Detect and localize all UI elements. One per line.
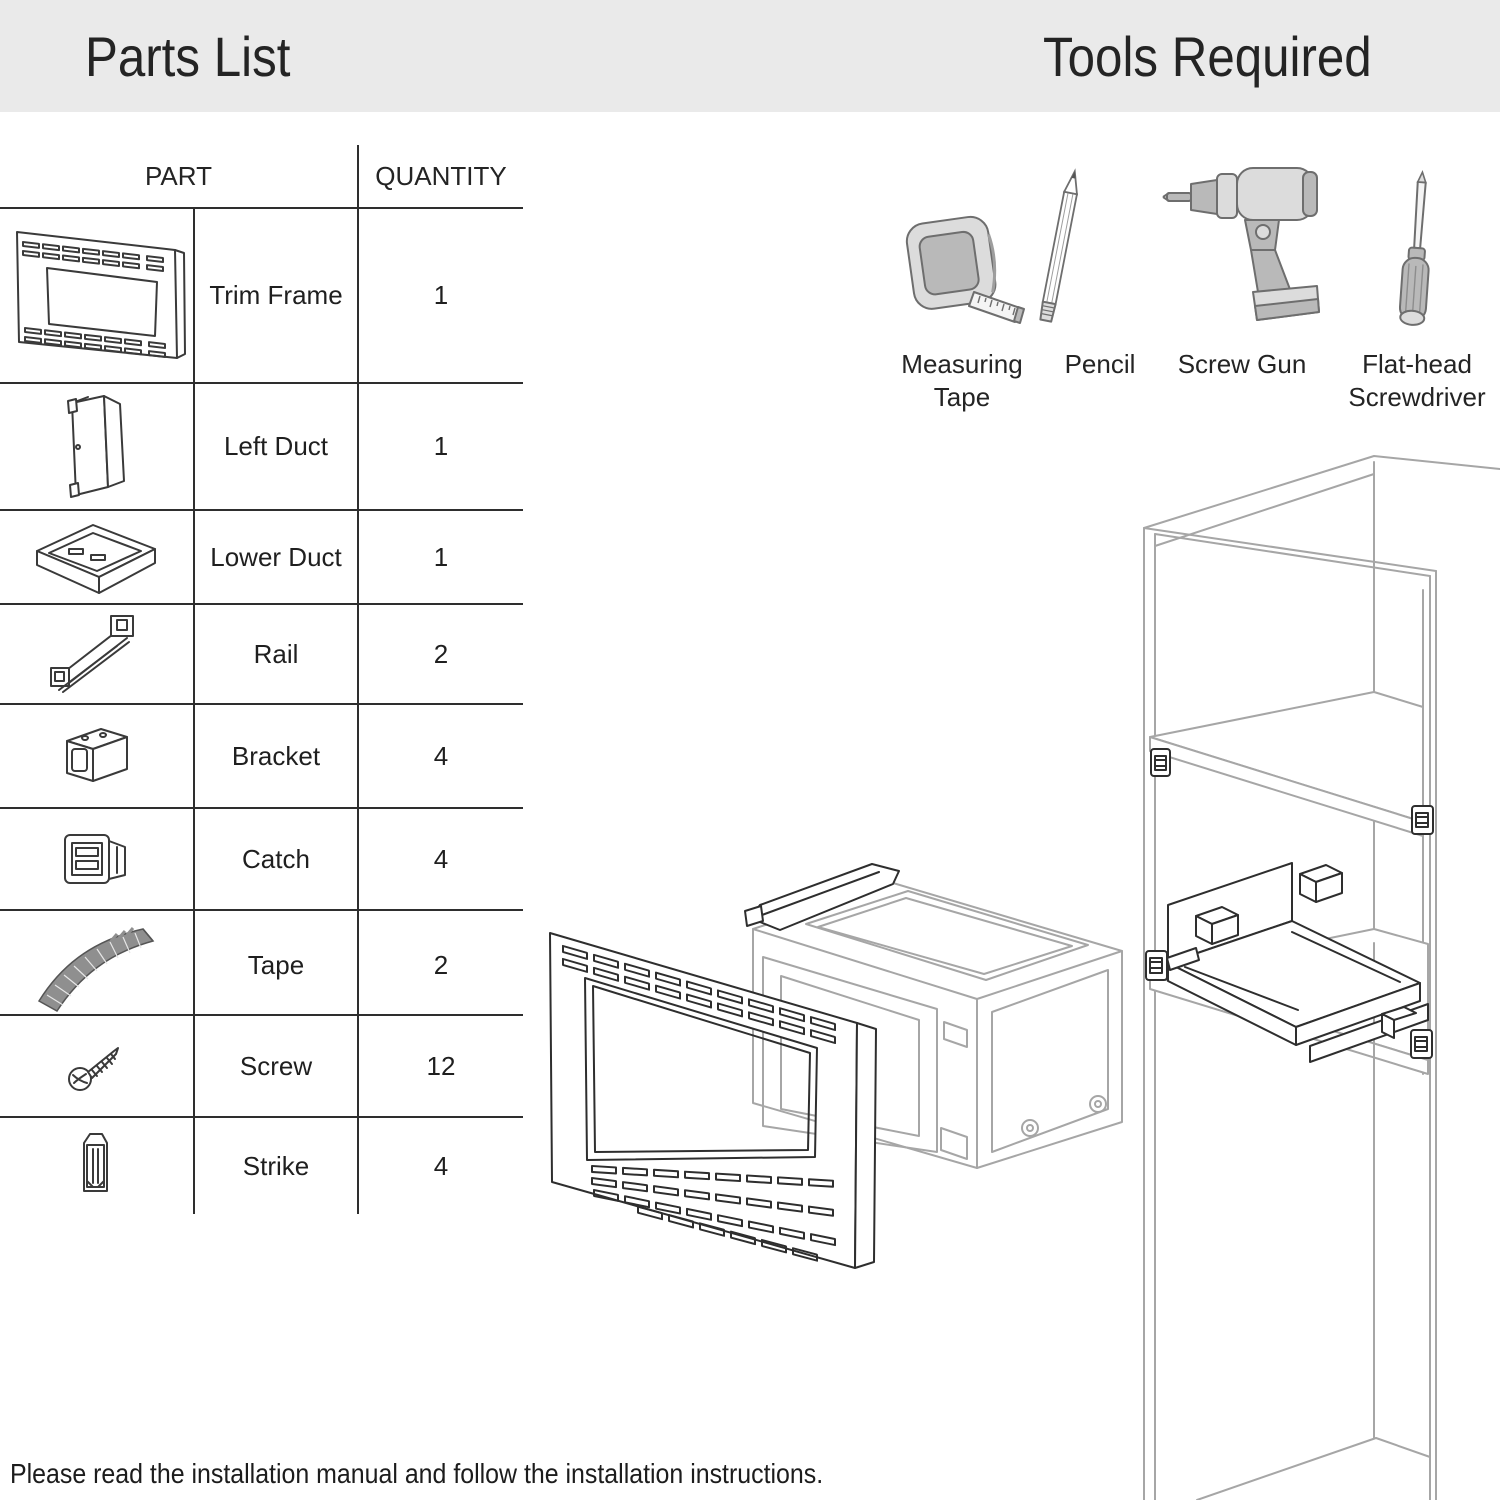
header-band: [0, 0, 1500, 112]
strike-icon: [0, 1118, 193, 1214]
part-quantity: 2: [357, 605, 523, 703]
table-row-left-duct: Left Duct 1: [0, 382, 523, 509]
screw-icon: [0, 1016, 193, 1116]
part-name: Trim Frame: [193, 209, 357, 382]
table-row-trim-frame: Trim Frame 1: [0, 209, 523, 382]
part-name: Tape: [193, 911, 357, 1019]
part-quantity: 4: [357, 809, 523, 909]
bracket-icon: [0, 705, 193, 807]
part-quantity: 1: [357, 209, 523, 382]
part-name: Catch: [193, 809, 357, 909]
part-quantity: 1: [357, 511, 523, 603]
parts-table: PART QUANTITY: [0, 145, 523, 1214]
part-name: Lower Duct: [193, 511, 357, 603]
catch-icon: [0, 809, 193, 909]
table-row-rail: Rail 2: [0, 603, 523, 703]
part-name: Strike: [193, 1118, 357, 1214]
lower-duct-icon: [0, 511, 193, 603]
measuring-tape-icon: [892, 200, 1032, 332]
part-name: Screw: [193, 1016, 357, 1116]
tool-label-flat-head-screwdriver: Flat-head Screwdriver: [1348, 349, 1486, 413]
column-header-part: PART: [145, 160, 212, 191]
parts-table-header: PART QUANTITY: [0, 145, 523, 209]
tools-required-title-text: Tools Required: [1043, 25, 1372, 88]
part-quantity: 4: [357, 1118, 523, 1214]
screw-gun-icon: [1157, 160, 1327, 340]
page-title-tools-required: Tools Required: [1043, 24, 1417, 89]
part-quantity: 1: [357, 384, 523, 509]
footer-note: Please read the installation manual and …: [10, 1458, 924, 1490]
trim-frame-icon: [0, 209, 193, 382]
part-quantity: 12: [357, 1016, 523, 1116]
tool-label-measuring-tape: Measuring Tape: [901, 349, 1023, 413]
trim-frame-drawing: [549, 932, 877, 1269]
part-quantity: 4: [357, 705, 523, 807]
column-header-quantity: QUANTITY: [357, 145, 523, 207]
part-name: Rail: [193, 605, 357, 703]
part-name: Left Duct: [193, 384, 357, 509]
table-row-bracket: Bracket 4: [0, 703, 523, 807]
flat-head-screwdriver-icon: [1377, 170, 1457, 332]
table-row-strike: Strike 4: [0, 1116, 523, 1214]
pencil-icon: [1020, 166, 1100, 334]
parts-list-title-text: Parts List: [85, 25, 291, 88]
tool-label-screw-gun: Screw Gun: [1177, 349, 1307, 379]
left-duct-icon: [0, 384, 193, 509]
table-row-tape: Tape 2: [0, 909, 523, 1019]
tape-icon: [0, 911, 193, 1019]
part-quantity: 2: [357, 911, 523, 1019]
table-row-screw: Screw 12: [0, 1014, 523, 1116]
table-row-lower-duct: Lower Duct 1: [0, 509, 523, 603]
table-row-catch: Catch 4: [0, 807, 523, 909]
rail-on-microwave-drawing: [744, 863, 900, 931]
cabinet-catches-drawing: [1145, 748, 1434, 1059]
rail-icon: [0, 605, 193, 703]
page-title-parts-list: Parts List: [85, 24, 318, 89]
footer-note-text: Please read the installation manual and …: [10, 1458, 824, 1489]
tool-label-pencil: Pencil: [1064, 349, 1136, 379]
part-name: Bracket: [193, 705, 357, 807]
